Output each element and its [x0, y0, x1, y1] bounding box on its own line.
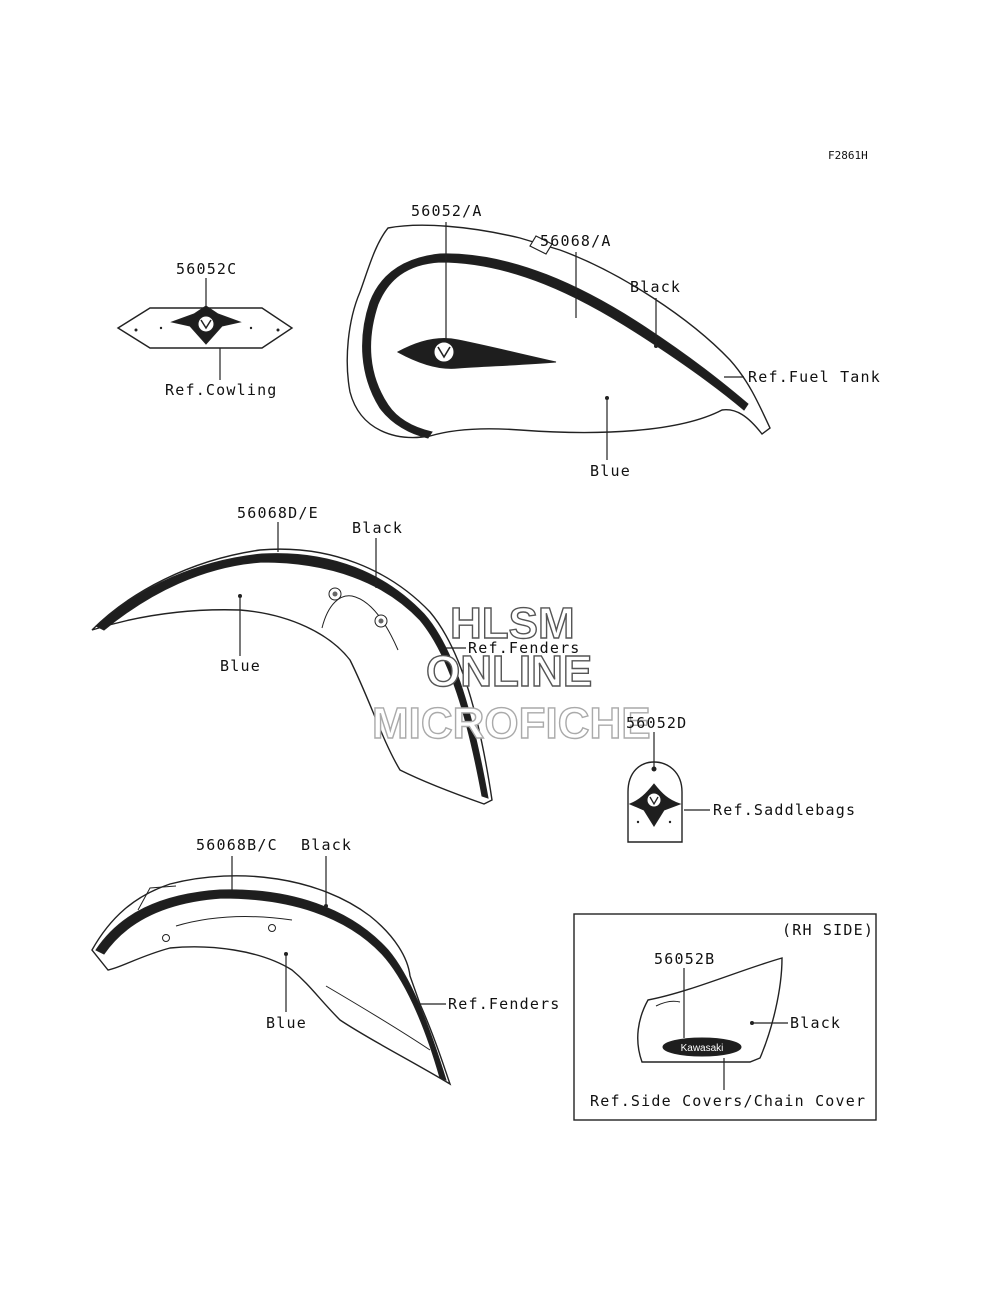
tank-emblem-part-number: 56052/A	[411, 202, 483, 220]
kawasaki-badge	[662, 1037, 742, 1057]
cowling-decal	[116, 305, 294, 349]
side-cover-emblem-part-number: 56052B	[654, 950, 715, 968]
kawasaki-badge-text: Kawasaki	[681, 1043, 724, 1054]
front-fender-stripe-part-number: 56068D/E	[237, 504, 319, 522]
front-fender-drawing	[91, 548, 493, 805]
fuel-tank-drawing	[346, 224, 771, 439]
cowling-ref-label: Ref.Cowling	[165, 381, 278, 399]
front-black-label: Black	[352, 519, 403, 537]
cowling-emblem-part-number: 56052C	[176, 260, 237, 278]
front-blue-label: Blue	[220, 657, 261, 675]
rh-side-inset: (RH SIDE) Kawasaki 56052B Black Ref.Side…	[573, 913, 877, 1121]
tank-blue-label: Blue	[590, 462, 631, 480]
figure-code: F2861H	[828, 149, 868, 162]
rear-black-label: Black	[301, 836, 352, 854]
saddlebag-decal	[627, 761, 683, 843]
watermark: HLSM ONLINE MICROFICHE	[371, 598, 651, 748]
rear-fenders-ref-label: Ref.Fenders	[448, 995, 561, 1013]
rear-fender-stripe-part-number: 56068B/C	[196, 836, 278, 854]
tank-stripe-part-number: 56068/A	[540, 232, 612, 250]
inset-title: (RH SIDE)	[782, 921, 874, 939]
side-cover-drawing	[637, 957, 783, 1063]
saddlebags-ref-label: Ref.Saddlebags	[713, 801, 856, 819]
watermark-line-3: MICROFICHE	[372, 699, 651, 748]
tank-black-label: Black	[630, 278, 681, 296]
watermark-line-2: ONLINE	[426, 647, 592, 696]
watermark-line-1: HLSM	[450, 599, 575, 648]
fuel-tank-ref-label: Ref.Fuel Tank	[748, 368, 881, 386]
side-covers-ref-label: Ref.Side Covers/Chain Cover	[590, 1092, 866, 1110]
side-black-label: Black	[790, 1014, 841, 1032]
saddlebag-emblem-part-number: 56052D	[626, 714, 687, 732]
rear-fender-drawing	[91, 875, 452, 1086]
front-fenders-ref-label: Ref.Fenders	[468, 639, 581, 657]
rear-blue-label: Blue	[266, 1014, 307, 1032]
